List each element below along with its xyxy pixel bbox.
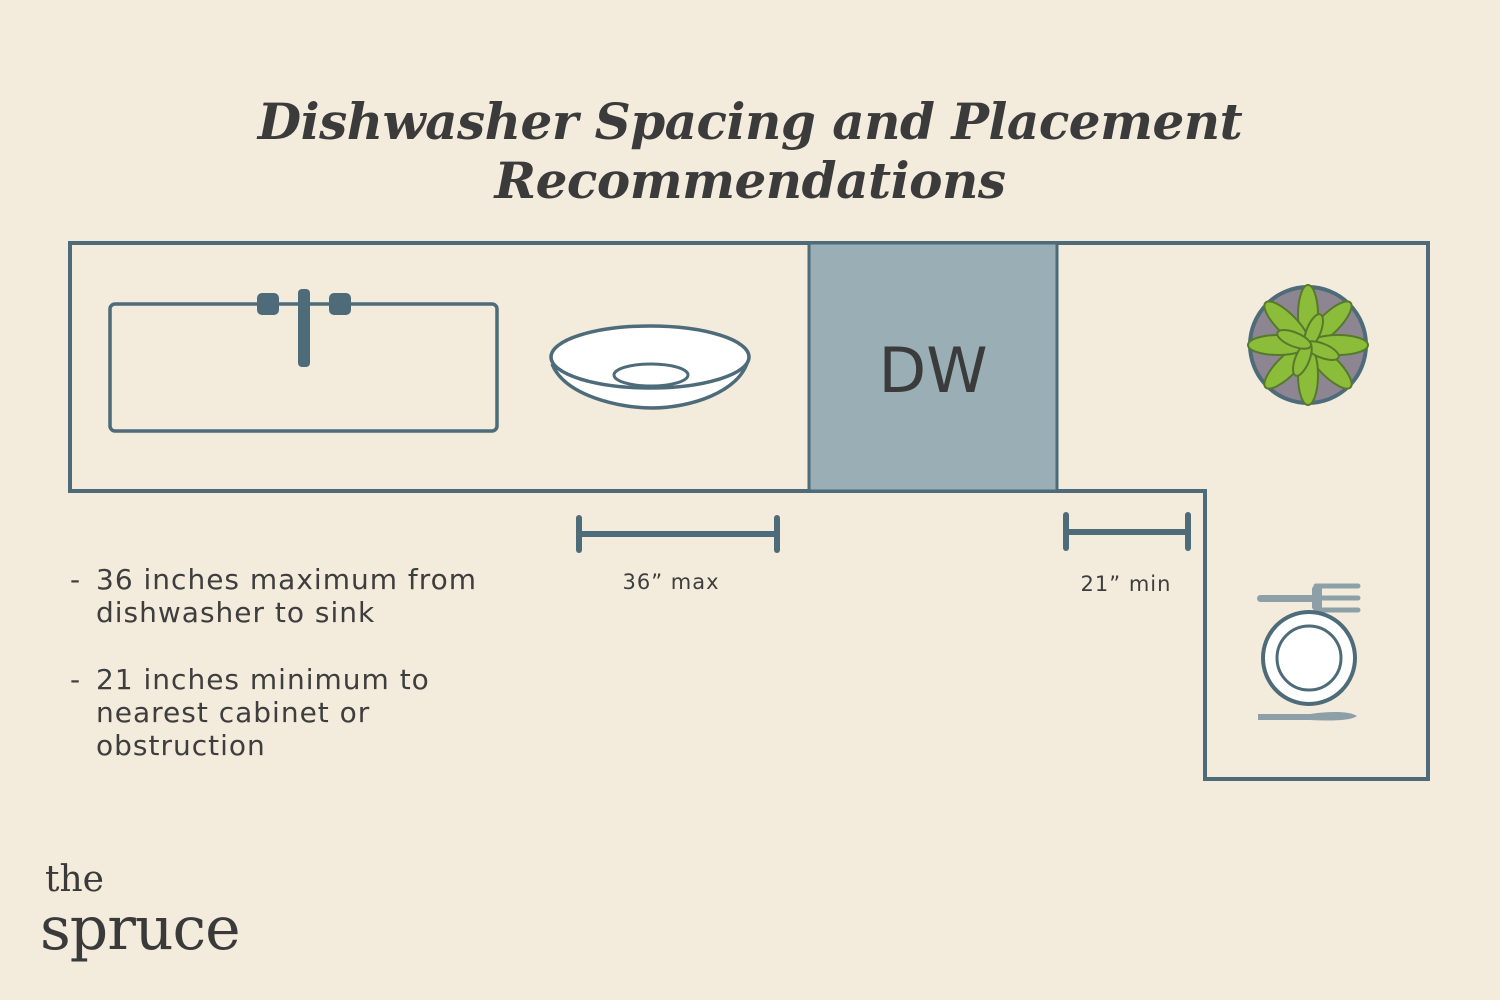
note-bullet: - [70, 563, 82, 596]
counter-outline [68, 241, 1430, 781]
note-text: 36 inches maximum from dishwasher to sin… [96, 563, 478, 629]
brand-line-1: the [45, 859, 104, 900]
brand-line-2: spruce [40, 894, 241, 964]
note-text: 21 inches minimum to nearest cabinet or … [96, 663, 430, 762]
brand-logo: the spruce [40, 859, 241, 964]
recommendation-notes: - 36 inches maximum from dishwasher to s… [70, 563, 536, 796]
note-item: - 36 inches maximum from dishwasher to s… [70, 563, 536, 629]
fork-icon [1257, 583, 1361, 613]
sink-distance-marker [576, 515, 780, 553]
faucet-icon [257, 289, 351, 367]
knife-icon [1258, 711, 1357, 721]
dishwasher-label: DW [878, 334, 987, 407]
note-bullet: - [70, 663, 82, 696]
note-item: - 21 inches minimum to nearest cabinet o… [70, 663, 536, 762]
cabinet-distance-marker [1063, 512, 1191, 551]
plant-icon [1247, 284, 1369, 406]
bowl-icon [549, 324, 751, 410]
plate-icon [1261, 610, 1357, 706]
dishwasher-block [807, 241, 1059, 493]
sink-distance-label: 36” max [622, 570, 719, 594]
page-title: Dishwasher Spacing and Placement Recomme… [257, 92, 1243, 210]
cabinet-distance-label: 21” min [1081, 572, 1172, 596]
